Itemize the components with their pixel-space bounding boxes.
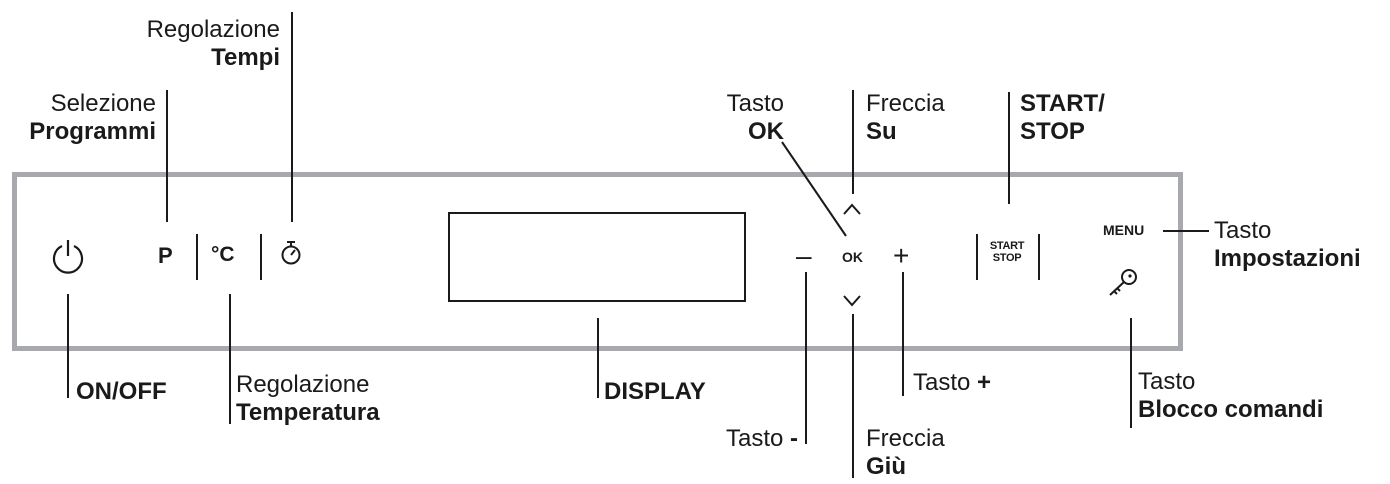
stopwatch-icon[interactable] bbox=[280, 240, 302, 266]
leader-su bbox=[852, 90, 854, 194]
leader-temperatura bbox=[229, 294, 231, 424]
leader-minus bbox=[805, 272, 807, 444]
separator-p-temp bbox=[196, 234, 198, 280]
plus-key[interactable]: + bbox=[893, 240, 910, 271]
label-regolazione-temperatura: Regolazione Temperatura bbox=[236, 371, 380, 426]
menu-key[interactable]: MENU bbox=[1103, 222, 1145, 238]
label-tasto-impostazioni: Tasto Impostazioni bbox=[1214, 217, 1361, 272]
label-freccia-su: Freccia Su bbox=[866, 90, 945, 145]
label-display: DISPLAY bbox=[604, 378, 706, 405]
label-freccia-giu: Freccia Giù bbox=[866, 425, 945, 480]
label-start-stop: START/ STOP bbox=[1020, 90, 1105, 145]
leader-giu bbox=[852, 314, 854, 478]
leader-programmi bbox=[166, 90, 168, 222]
leader-impostazioni bbox=[1163, 230, 1209, 232]
minus-key[interactable]: – bbox=[796, 240, 812, 271]
label-tasto-blocco-comandi: Tasto Blocco comandi bbox=[1138, 368, 1324, 423]
label-regolazione-tempi: Regolazione Tempi bbox=[146, 16, 280, 71]
separator-start-left bbox=[976, 234, 978, 280]
leader-onoff bbox=[67, 294, 69, 398]
separator-temp-timer bbox=[260, 234, 262, 280]
chevron-down-icon[interactable] bbox=[842, 294, 862, 308]
leader-tempi bbox=[291, 12, 293, 222]
chevron-up-icon[interactable] bbox=[842, 202, 862, 216]
power-icon[interactable] bbox=[50, 240, 86, 276]
leader-plus bbox=[902, 272, 904, 396]
temperature-key[interactable]: °C bbox=[211, 243, 235, 266]
stop-key-label: STOP bbox=[992, 252, 1022, 264]
label-tasto-plus: Tasto + bbox=[913, 369, 992, 396]
separator-start-right bbox=[1038, 234, 1040, 280]
program-key[interactable]: P bbox=[158, 243, 173, 268]
label-tasto-ok: Tasto OK bbox=[726, 90, 784, 145]
start-stop-key[interactable]: START STOP bbox=[982, 240, 1032, 264]
start-key-label: START bbox=[989, 240, 1025, 252]
display-screen bbox=[448, 212, 746, 302]
label-on-off: ON/OFF bbox=[76, 378, 167, 405]
key-icon[interactable] bbox=[1106, 268, 1140, 298]
label-tasto-minus: Tasto - bbox=[725, 425, 798, 452]
ok-key[interactable]: OK bbox=[842, 249, 863, 265]
leader-startstop bbox=[1008, 92, 1010, 204]
leader-display bbox=[597, 318, 599, 398]
leader-blocco bbox=[1130, 318, 1132, 428]
label-selezione-programmi: Selezione Programmi bbox=[29, 90, 156, 145]
leader-ok bbox=[781, 141, 847, 237]
